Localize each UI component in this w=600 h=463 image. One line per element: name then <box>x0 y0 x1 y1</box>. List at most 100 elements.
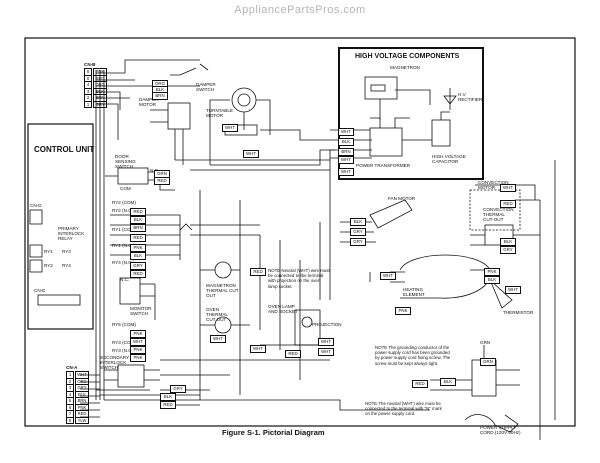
wire-color-label: GRY <box>170 385 186 393</box>
damper-switch-label: DAMPER SWITCH <box>196 82 216 92</box>
cn-b-pin-number: 1 <box>84 100 92 108</box>
wire-color-label: BRN <box>338 148 354 156</box>
wire-color-label: RED <box>500 200 516 208</box>
ry4-no-label: RY4 (N.O.) <box>112 260 135 265</box>
note-neutral-lamp: NOTE Neutral (WHT) wire must be connecte… <box>268 268 330 289</box>
wire-color-label: RED <box>154 177 170 185</box>
ry4-label: RY4 <box>62 263 71 268</box>
hv-components-title: HIGH VOLTAGE COMPONENTS <box>355 53 460 60</box>
fan-motor-label: FAN MOTOR <box>388 196 416 201</box>
monitor-switch-label: MONITOR SWITCH <box>130 306 152 316</box>
wire-color-label: RED <box>130 208 146 216</box>
ry2-label: RY2 <box>44 263 53 268</box>
wire-color-label: WHT <box>318 348 334 356</box>
wire-color-label: WHT <box>130 338 146 346</box>
wire-color-label: GRY <box>350 238 366 246</box>
wire-color-label: BLK <box>338 138 354 146</box>
wire-color-label: GRN <box>480 358 496 366</box>
hv-components-box <box>338 47 484 180</box>
wire-color-label: PNK <box>130 354 146 362</box>
magnetron-thermal-label: MAGNETRON THERMAL CUT OUT <box>206 283 239 298</box>
control-unit-box <box>27 123 94 330</box>
secondary-interlock-label: SECONDARY INTERLOCK SWITCH <box>100 355 129 370</box>
ry1-com-label: RY1 (COM) <box>112 227 136 232</box>
wire-color-label: BLK <box>440 378 456 386</box>
power-transformer-label: POWER TRANSFORMER <box>356 163 411 168</box>
outer-frame <box>24 37 576 427</box>
wire-color-label: BLK <box>130 216 146 224</box>
cn-a-pin-number: 8 <box>66 416 74 424</box>
wire-color-label: PNK <box>484 268 500 276</box>
hv-rectifier-label: H.V RECTIFIER <box>458 92 483 102</box>
ry3-label: RY3 <box>62 249 71 254</box>
thermistor-label: THERMISTOR <box>503 310 534 315</box>
damper-motor-label: DAMPER MOTOR <box>139 97 159 107</box>
wire-color-label: PNK <box>130 330 146 338</box>
watermark: AppliancePartsPros.com <box>234 4 366 16</box>
figure-caption: Figure S-1. Pictorial Diagram <box>222 428 325 437</box>
magnetron-label: MAGNETRON <box>390 65 420 70</box>
ry2-no-label: RY2 (N.O.) <box>112 208 135 213</box>
ry3-com-label: RY3 (COM) <box>112 340 136 345</box>
wire-color-label: WHT <box>338 156 354 164</box>
control-unit-label: CONTROL UNIT <box>34 145 95 154</box>
ry1-no-label: RY1 (N.O.) <box>112 243 135 248</box>
oven-thermal-label: OVEN THERMAL CUT OUT <box>206 307 228 322</box>
wire-color-label: WHT <box>380 272 396 280</box>
wire-color-label: BLK <box>130 252 146 260</box>
power-cord-label: POWER SUPPLY CORD (120V 60Hz) <box>480 425 521 435</box>
wire-color-label: WHT <box>338 168 354 176</box>
cn-b-wire-color: GRY <box>93 100 107 108</box>
wire-color-label: WHT <box>500 184 516 192</box>
cn-a-wire-color: YLW <box>75 416 89 424</box>
projection-label: PROJECTION <box>312 322 342 327</box>
grn-label: GRN <box>480 340 491 345</box>
heating-element-label: HEATING ELEMENT <box>403 287 425 297</box>
note-neutral-cord: NOTE The neutral (WHT) wire must be conn… <box>365 401 442 417</box>
wire-color-label: PNK <box>395 307 411 315</box>
wire-color-label: PNK <box>130 244 146 252</box>
convection-thermal-label: CONVECTION THERMAL CUT-OUT <box>483 207 514 222</box>
wire-color-label: RED <box>412 380 428 388</box>
cn-d-label: CN-D <box>30 203 42 208</box>
wire-color-label: WHT <box>243 150 259 158</box>
primary-interlock-relay-label: PRIMARY INTERLOCK RELAY <box>58 226 85 241</box>
wire-color-label: BRN <box>152 92 168 100</box>
wire-color-label: WHT <box>222 124 238 132</box>
oven-lamp-label: OVEN LAMP AND SOCKET <box>268 304 298 314</box>
wire-color-label: WHT <box>318 338 334 346</box>
cn-a-title: CN-A <box>66 365 78 370</box>
note-grounding: NOTE The grounding conductor of the powe… <box>375 345 451 366</box>
ry3-no-label: RY3 (N.O.) <box>112 348 135 353</box>
wire-color-label: RED <box>285 350 301 358</box>
turntable-motor-label: TURNTABLE MOTOR <box>206 108 233 118</box>
ry5-com-label: RY5 (COM) <box>112 322 136 327</box>
cn-b-title: CN-B <box>84 62 96 67</box>
door-switch-com-label: COM <box>120 186 131 191</box>
wire-color-label: PNK <box>130 346 146 354</box>
wire-color-label: WHT <box>338 128 354 136</box>
cn-e-label: CN-E <box>34 288 46 293</box>
wire-color-label: RED <box>130 234 146 242</box>
wire-color-label: RED <box>130 270 146 278</box>
wire-color-label: RED <box>250 268 266 276</box>
wire-color-label: WHT <box>505 286 521 294</box>
wire-color-label: GRY <box>350 228 366 236</box>
